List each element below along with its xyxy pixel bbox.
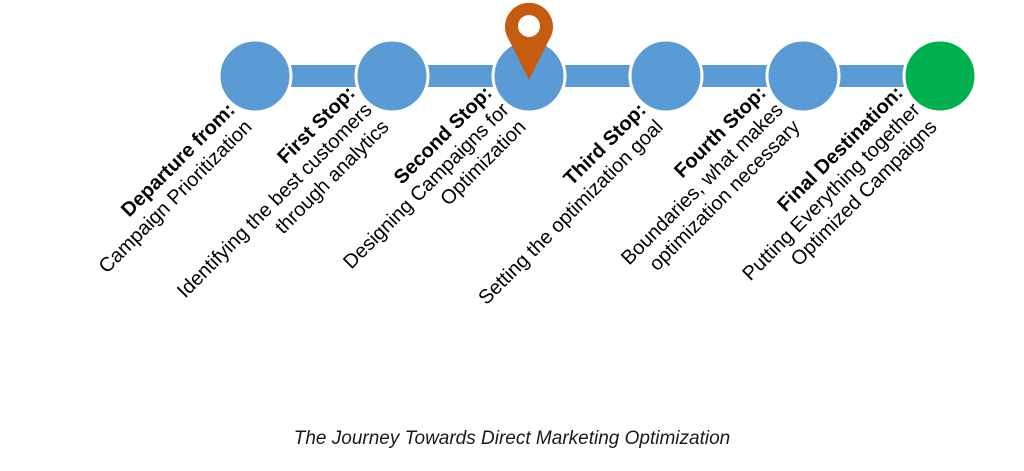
stop-label: Final Destination:Putting Everything tog… <box>738 82 941 285</box>
map-pin-body <box>505 2 553 81</box>
stop-circle <box>765 38 841 114</box>
journey-stops <box>217 38 978 114</box>
map-pin-hole <box>518 15 540 37</box>
stop-label: First Stop:Identifying the best customer… <box>173 82 393 302</box>
stop-circle <box>354 38 430 114</box>
stop-circle <box>217 38 293 114</box>
map-pin-icon <box>505 2 553 81</box>
stop-circle <box>628 38 704 114</box>
diagram-caption: The Journey Towards Direct Marketing Opt… <box>293 428 731 449</box>
destination-stop-circle <box>902 38 978 114</box>
